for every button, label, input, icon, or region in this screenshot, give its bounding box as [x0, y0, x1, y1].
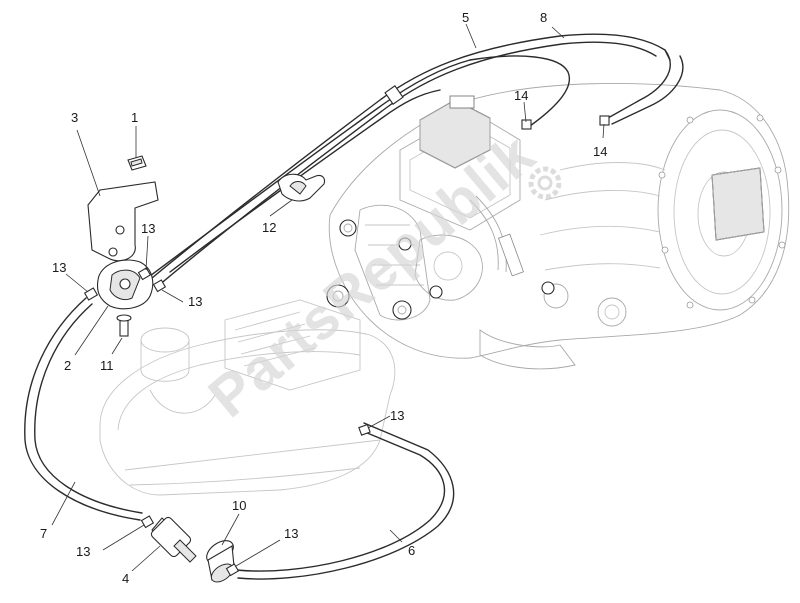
bracket-3 [87, 181, 159, 262]
callout-7: 7 [40, 526, 47, 541]
callout-10: 10 [232, 498, 246, 513]
engine-assembly [326, 83, 790, 370]
callout-14-upper: 14 [514, 88, 528, 103]
watermark: PartsRepublik [197, 121, 547, 430]
callout-8: 8 [540, 10, 547, 25]
callout-13-mid: 13 [390, 408, 404, 423]
callout-14-right: 14 [593, 144, 607, 159]
callout-1: 1 [131, 110, 138, 125]
fuel-pump-2 [96, 259, 154, 310]
clamp-12 [277, 173, 326, 202]
callout-2: 2 [64, 358, 71, 373]
hose-clamps [83, 115, 610, 577]
clip-1 [127, 155, 147, 171]
callout-13-right: 13 [188, 294, 202, 309]
airbox-assembly [99, 299, 396, 496]
hose-sleeve-10 [206, 540, 235, 583]
callout-11: 11 [100, 358, 114, 373]
leader-lines [51, 23, 605, 572]
callout-5: 5 [462, 10, 469, 25]
screw-11 [116, 314, 132, 337]
callouts: 1 2 3 4 5 6 7 8 10 11 12 13 13 13 13 13 … [40, 10, 607, 586]
callout-3: 3 [71, 110, 78, 125]
callout-13-left: 13 [52, 260, 66, 275]
callout-13-filter: 13 [76, 544, 90, 559]
callout-13-top: 13 [141, 221, 155, 236]
callout-6: 6 [408, 543, 415, 558]
callout-13-bottom: 13 [284, 526, 298, 541]
fuel-filter-4 [150, 516, 197, 563]
callout-12: 12 [262, 220, 276, 235]
callout-4: 4 [122, 571, 129, 586]
fuel-hoses [24, 33, 684, 580]
watermark-gear-icon [528, 166, 562, 200]
